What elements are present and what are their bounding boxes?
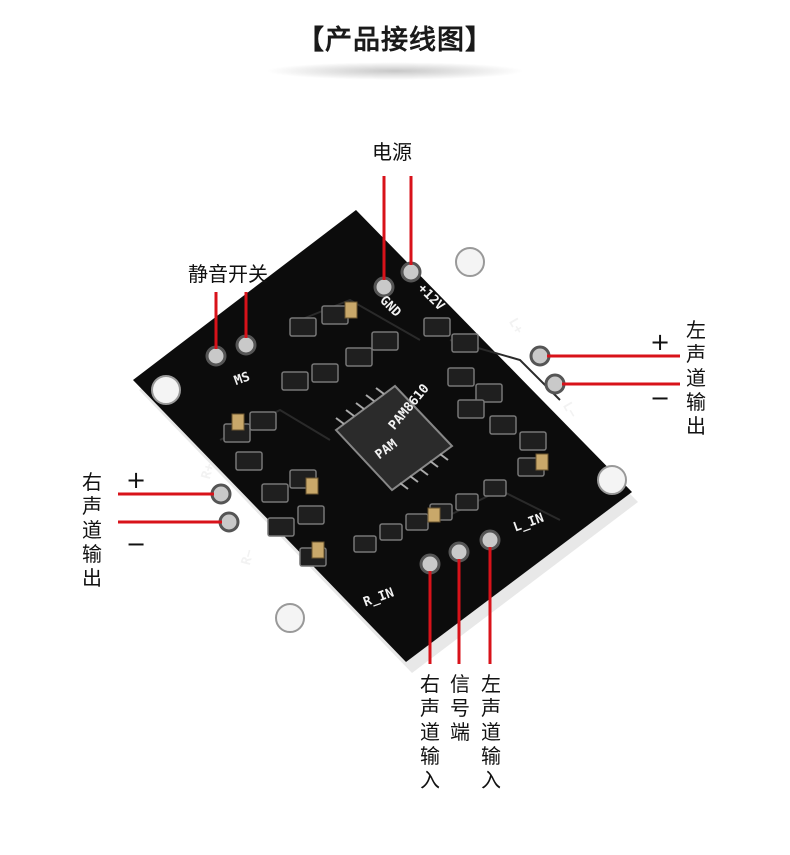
pad-gnd — [373, 276, 395, 298]
wires — [118, 176, 680, 664]
mute-switch-label: 静音开关 — [188, 262, 268, 286]
pad-gnd-in — [448, 541, 470, 563]
pad-r-plus — [210, 483, 232, 505]
right-input-label: 右声道输入 — [420, 672, 440, 792]
silk-r-plus: R+ — [199, 462, 218, 481]
power-label: 电源 — [372, 140, 412, 164]
pad-ms-1 — [205, 345, 227, 367]
pad-r-minus — [218, 511, 240, 533]
silk-r-minus: R− — [239, 548, 258, 567]
left-minus-sign: − — [650, 384, 671, 412]
silk-l-plus: L+ — [505, 316, 526, 337]
pad-ms-2 — [235, 334, 257, 356]
pad-l-minus — [544, 373, 566, 395]
mounting-hole — [151, 247, 627, 633]
title-underline-shadow — [265, 62, 525, 80]
signal-ground-label: 信号端 — [450, 672, 470, 744]
pad-l-in — [479, 529, 501, 551]
right-plus-sign: + — [126, 466, 147, 494]
silk-ms: MS — [232, 369, 252, 389]
pam8610-chip: PAM PAM8610 — [334, 381, 454, 492]
pad-l-plus — [529, 345, 551, 367]
left-plus-sign: + — [650, 328, 671, 356]
left-output-label: 左声道输出 — [686, 318, 706, 438]
left-input-label: 左声道输入 — [481, 672, 501, 792]
right-output-label: 右声道输出 — [82, 470, 102, 590]
pad-r-in — [419, 553, 441, 575]
pad-12v — [400, 261, 422, 283]
right-minus-sign: − — [126, 530, 147, 558]
silk-l-minus: L− — [559, 400, 580, 421]
capacitors — [231, 301, 549, 559]
diagram-title: 【产品接线图】 — [297, 25, 493, 56]
